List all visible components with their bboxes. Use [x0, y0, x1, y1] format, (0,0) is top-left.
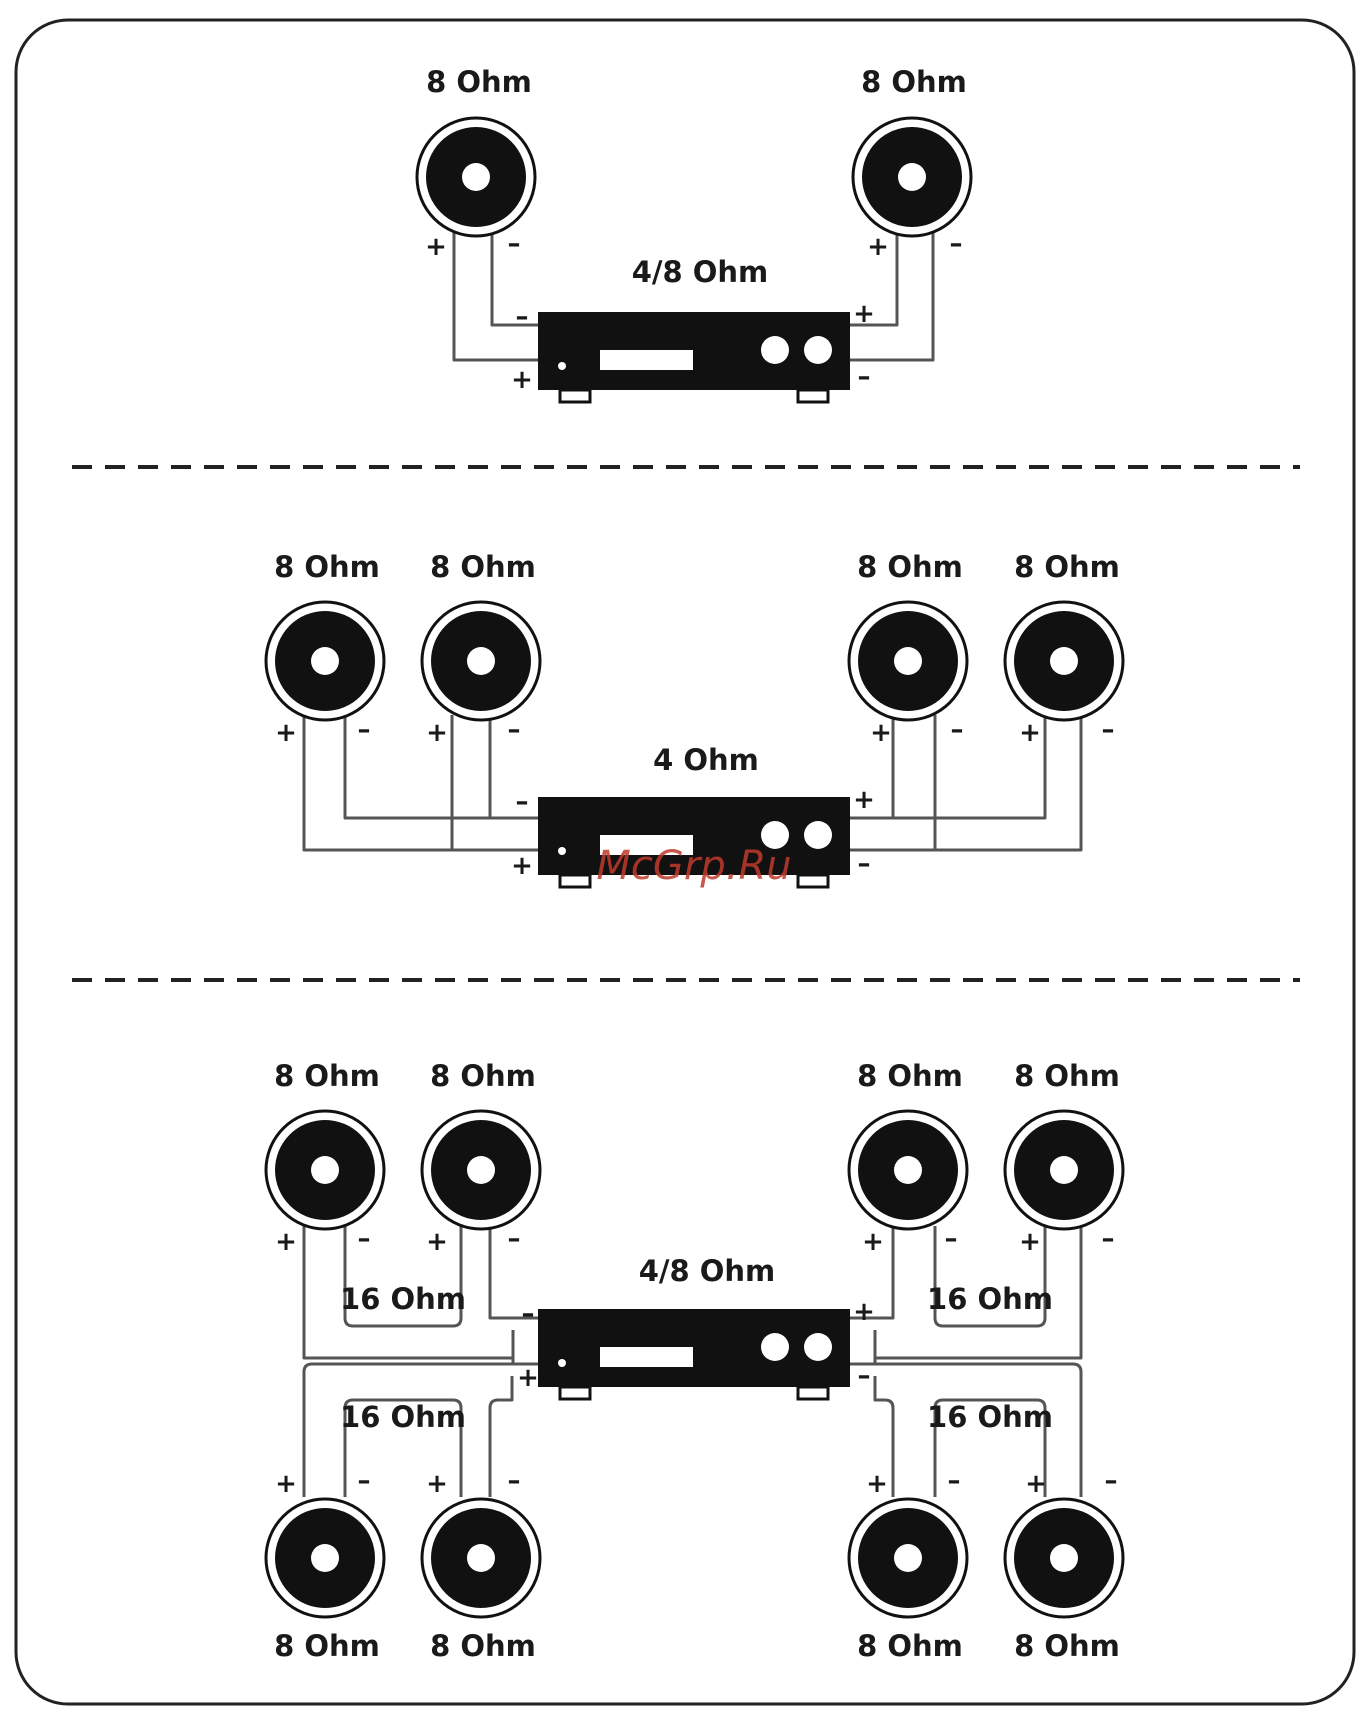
- speaker-impedance-label: 8 Ohm: [274, 1059, 380, 1093]
- speaker-impedance-label: 8 Ohm: [861, 65, 967, 99]
- minus-sign: –: [945, 1224, 958, 1254]
- plus-sign: +: [275, 718, 297, 748]
- speaker: [422, 1499, 540, 1617]
- plus-sign: +: [1019, 718, 1041, 748]
- minus-sign: –: [508, 1224, 521, 1254]
- speaker-impedance-label: 8 Ohm: [857, 1629, 963, 1663]
- speaker-impedance-label: 8 Ohm: [426, 65, 532, 99]
- speaker: [417, 118, 535, 236]
- plus-sign: +: [870, 718, 892, 748]
- series-impedance-label: 16 Ohm: [340, 1282, 466, 1316]
- speaker-impedance-label: 8 Ohm: [1014, 550, 1120, 584]
- speaker: [849, 1111, 967, 1229]
- plus-sign: +: [275, 1469, 297, 1499]
- amplifier-impedance-label: 4 Ohm: [653, 743, 759, 777]
- plus-sign: +: [867, 232, 889, 262]
- speaker: [849, 1499, 967, 1617]
- minus-sign: –: [1105, 1466, 1118, 1496]
- speaker-impedance-label: 8 Ohm: [1014, 1059, 1120, 1093]
- speaker-impedance-label: 8 Ohm: [430, 1629, 536, 1663]
- speaker-impedance-label: 8 Ohm: [274, 550, 380, 584]
- minus-sign: –: [948, 1466, 961, 1496]
- speaker: [266, 1499, 384, 1617]
- plus-sign: +: [866, 1469, 888, 1499]
- minus-sign: –: [358, 1224, 371, 1254]
- minus-sign: –: [358, 715, 371, 745]
- minus-sign: –: [1102, 1224, 1115, 1254]
- plus-sign: +: [1025, 1469, 1047, 1499]
- minus-sign: –: [950, 229, 963, 259]
- speaker-impedance-label: 8 Ohm: [1014, 1629, 1120, 1663]
- plus-sign: +: [862, 1227, 884, 1257]
- series-impedance-label: 16 Ohm: [927, 1282, 1053, 1316]
- amp-terminal-minus: –: [522, 1299, 535, 1329]
- amp-terminal-plus: +: [511, 851, 533, 881]
- plus-sign: +: [426, 1227, 448, 1257]
- amp-terminal-minus: –: [858, 362, 871, 392]
- amplifier: [538, 312, 850, 402]
- amplifier-impedance-label: 4/8 Ohm: [639, 1254, 776, 1288]
- minus-sign: –: [1102, 715, 1115, 745]
- amp-terminal-minus: –: [858, 849, 871, 879]
- plus-sign: +: [275, 1227, 297, 1257]
- amp-terminal-plus: +: [853, 785, 875, 815]
- amp-terminal-minus: –: [858, 1361, 871, 1391]
- amplifier-impedance-label: 4/8 Ohm: [632, 255, 769, 289]
- speaker-impedance-label: 8 Ohm: [430, 1059, 536, 1093]
- speaker: [266, 602, 384, 720]
- speaker: [1005, 602, 1123, 720]
- amp-terminal-plus: +: [853, 299, 875, 329]
- minus-sign: –: [508, 229, 521, 259]
- amp-terminal-plus: +: [511, 365, 533, 395]
- minus-sign: –: [951, 715, 964, 745]
- plus-sign: +: [426, 718, 448, 748]
- speaker: [422, 1111, 540, 1229]
- speaker-impedance-label: 8 Ohm: [857, 1059, 963, 1093]
- plus-sign: +: [1019, 1227, 1041, 1257]
- series-impedance-label: 16 Ohm: [340, 1400, 466, 1434]
- speaker: [849, 602, 967, 720]
- amp-terminal-plus: +: [517, 1363, 539, 1393]
- amp-terminal-minus: –: [516, 787, 529, 817]
- speaker: [266, 1111, 384, 1229]
- series-impedance-label: 16 Ohm: [927, 1400, 1053, 1434]
- speaker-impedance-label: 8 Ohm: [430, 550, 536, 584]
- speaker: [422, 602, 540, 720]
- speaker-impedance-label: 8 Ohm: [857, 550, 963, 584]
- amp-terminal-minus: –: [516, 302, 529, 332]
- minus-sign: –: [508, 1466, 521, 1496]
- speaker-impedance-label: 8 Ohm: [274, 1629, 380, 1663]
- minus-sign: –: [358, 1466, 371, 1496]
- amplifier: [538, 1309, 850, 1399]
- speaker: [1005, 1111, 1123, 1229]
- plus-sign: +: [425, 232, 447, 262]
- speaker: [853, 118, 971, 236]
- minus-sign: –: [508, 715, 521, 745]
- watermark: McGrp.Ru: [596, 843, 791, 889]
- plus-sign: +: [426, 1469, 448, 1499]
- speaker: [1005, 1499, 1123, 1617]
- amp-terminal-plus: +: [853, 1297, 875, 1327]
